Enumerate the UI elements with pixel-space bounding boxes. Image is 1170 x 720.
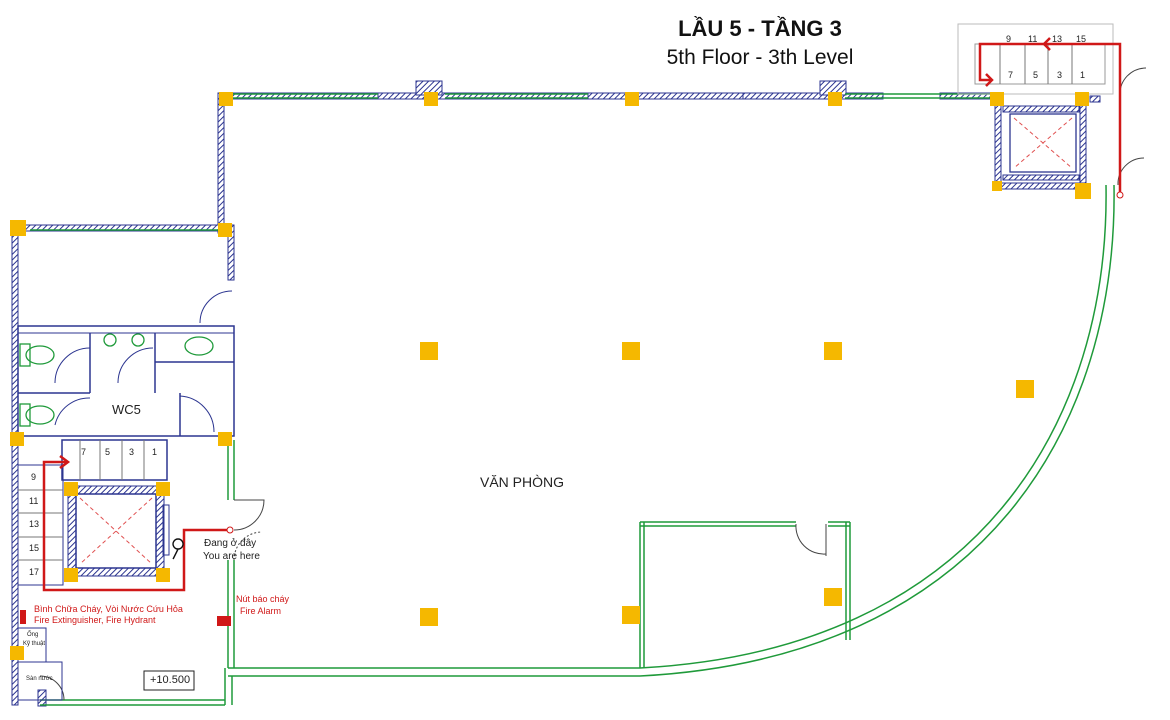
fire-alarm-icon <box>217 616 231 626</box>
stair-step-label: 7 <box>81 447 87 457</box>
stair-step-label: 17 <box>29 567 40 577</box>
stair-step-label: 15 <box>1076 34 1087 44</box>
route-end-marker <box>1116 191 1124 199</box>
stair-step-label: 13 <box>1052 34 1063 44</box>
floor-title: LẦU 5 - TẦNG 3 <box>678 16 842 41</box>
right-stair <box>957 23 1147 186</box>
stair-step-label: 5 <box>105 447 111 457</box>
elevation-label: +10.500 <box>150 674 191 686</box>
elevation-box <box>143 670 195 691</box>
you-are-here-en: You are here <box>203 551 260 562</box>
wc-label: WC5 <box>112 402 141 417</box>
stair-step-label: 9 <box>1006 34 1012 44</box>
water-shaft-label: Sàn nước <box>26 676 53 682</box>
you-are-here-vi: Đang ở đây <box>204 538 257 549</box>
right-elevator <box>1009 113 1077 173</box>
fire-alarm-label-vi: Nút báo cháy <box>236 594 290 604</box>
stair-step-label: 11 <box>1028 34 1038 44</box>
route-start-marker <box>226 526 234 534</box>
office-label: VĂN PHÒNG <box>480 474 565 490</box>
left-elevator <box>67 485 170 577</box>
service-rooms <box>17 627 63 701</box>
location-pin-icon <box>172 538 184 560</box>
fire-equipment-label-en: Fire Extinguisher, Fire Hydrant <box>34 615 156 625</box>
stair-step-label: 1 <box>1080 70 1086 80</box>
stair-step-label: 7 <box>1008 70 1014 80</box>
doors <box>39 499 827 701</box>
floor-subtitle: 5th Floor - 3th Level <box>666 46 854 69</box>
technical-duct-label-2: Kỹ thuật <box>23 641 46 647</box>
stair-step-label: 13 <box>29 519 40 529</box>
evacuation-route <box>42 37 1122 592</box>
left-stair <box>17 439 168 586</box>
wc-block <box>17 290 235 437</box>
stair-step-label: 11 <box>29 496 39 506</box>
stair-step-label: 1 <box>152 447 158 457</box>
stair-step-label: 9 <box>31 472 37 482</box>
stair-step-label: 3 <box>129 447 135 457</box>
stair-step-label: 3 <box>1057 70 1063 80</box>
technical-duct-label: Ống <box>27 632 39 638</box>
stair-step-label: 15 <box>29 543 40 553</box>
fire-extinguisher-icon <box>20 610 26 624</box>
toilet-fixtures <box>19 333 214 427</box>
fire-equipment-label-vi: Bình Chữa Cháy, Vòi Nước Cứu Hỏa <box>34 604 183 614</box>
fire-alarm-label-en: Fire Alarm <box>240 606 282 616</box>
glass-walls <box>30 93 1115 706</box>
columns <box>10 92 1091 660</box>
stair-step-label: 5 <box>1033 70 1039 80</box>
